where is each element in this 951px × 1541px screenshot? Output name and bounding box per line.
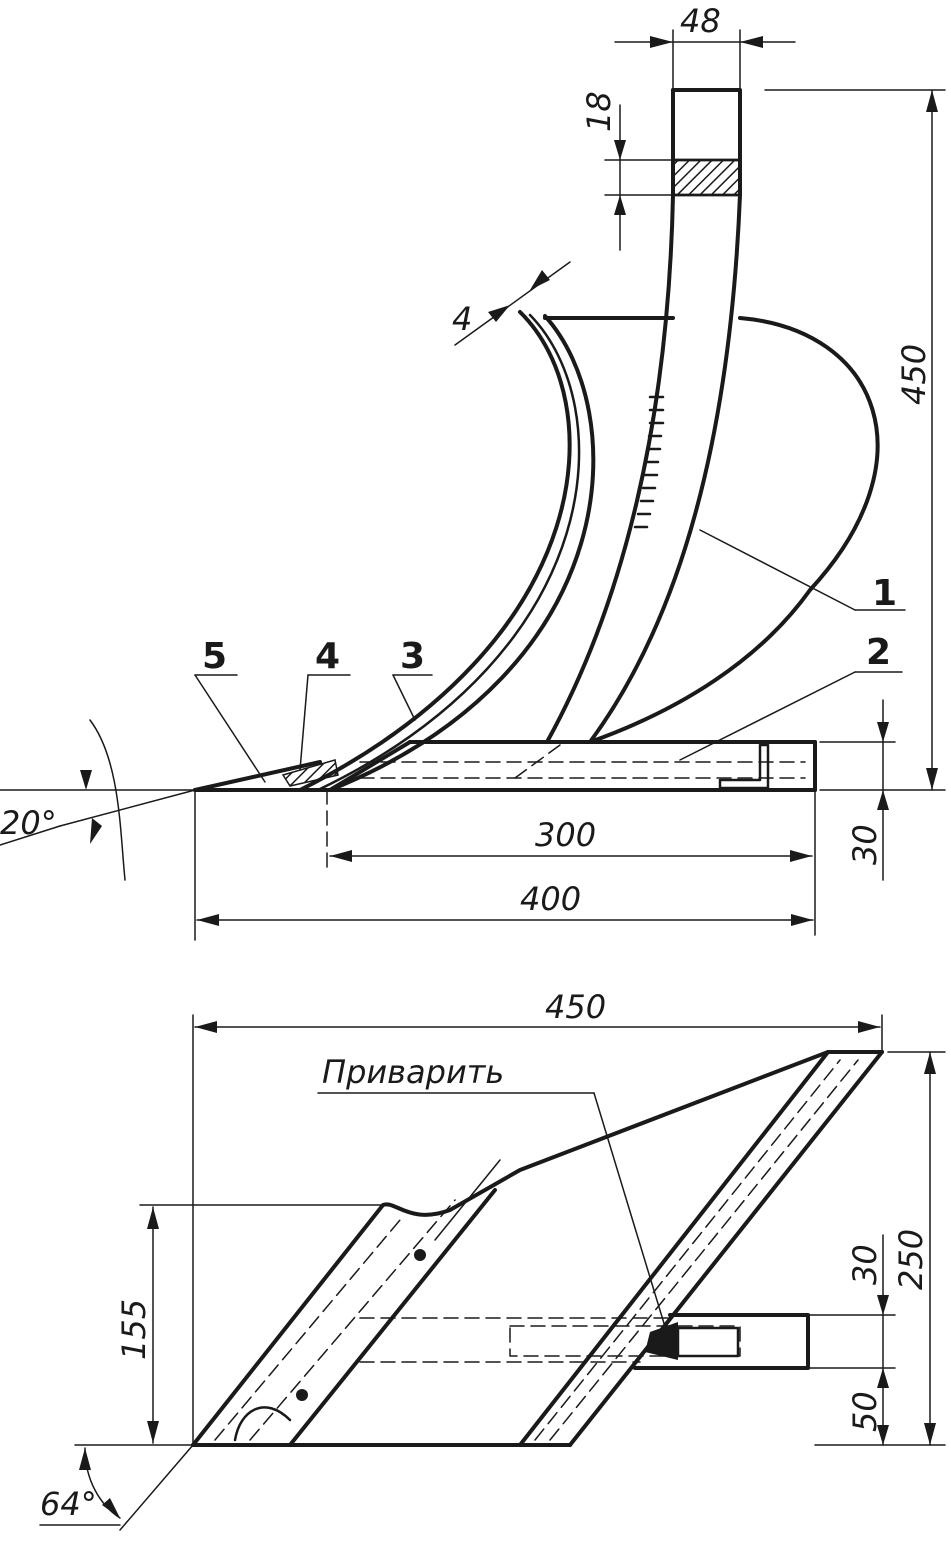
angle-20-dim: 20° (0, 719, 196, 881)
dim-30-vertical: 30 (819, 699, 896, 881)
runner-part (193, 740, 817, 792)
moldboard-part (298, 310, 880, 792)
share-edge (193, 759, 339, 792)
label-part-1: 1 (872, 573, 897, 614)
dim-18-label: 18 (580, 91, 618, 132)
label-part-3: 3 (400, 636, 425, 677)
dim-155: 155 (74, 1204, 386, 1446)
dim-400: 400 (194, 789, 814, 941)
weld-note-label: Приварить (322, 1053, 504, 1091)
dim-450-horizontal: 450 (192, 988, 883, 1446)
dim-450-v-label: 450 (895, 344, 933, 405)
angle-20-label: 20° (0, 804, 57, 842)
dim-250-vertical: 250 (814, 1051, 946, 1446)
angle-64-label: 64° (40, 1485, 97, 1523)
dim-50-plan-label: 50 (846, 1391, 884, 1432)
dim-450-h-label: 450 (545, 988, 606, 1026)
dim-18: 18 (580, 91, 674, 251)
dim-250-label: 250 (892, 1229, 930, 1290)
dim-48-label: 48 (680, 2, 721, 40)
dim-4-label: 4 (452, 300, 472, 338)
weld-bead (281, 759, 339, 787)
stand-part (545, 88, 742, 744)
side-view: 20° 48 18 4 (0, 2, 946, 941)
tick-marks (633, 395, 665, 529)
dim-30-v-label: 30 (846, 824, 884, 865)
plan-view: Приварить 450 250 30 (39, 988, 946, 1531)
part-labels: 1 2 3 4 5 (194, 529, 906, 783)
dim-30-plan-label: 30 (846, 1244, 884, 1285)
angle-64-dim: 64° (39, 1444, 194, 1531)
dim-4: 4 (452, 261, 571, 346)
label-part-5: 5 (202, 636, 227, 677)
weld-spot (645, 1322, 678, 1360)
dim-155-label: 155 (115, 1299, 153, 1360)
dim-300-label: 300 (535, 816, 596, 854)
weld-note: Приварить (317, 1053, 667, 1331)
dim-30-50-plan: 30 50 (807, 1234, 896, 1446)
dim-48: 48 (614, 2, 796, 91)
dim-450-vertical: 450 (764, 89, 946, 791)
bolt-hole (414, 1249, 426, 1261)
label-part-2: 2 (866, 632, 891, 673)
hatched-slot (671, 158, 742, 197)
bolt-hole (296, 1389, 308, 1401)
dim-400-label: 400 (520, 880, 581, 918)
runner-bar (359, 1313, 810, 1370)
dim-300: 300 (326, 789, 816, 936)
label-part-4: 4 (315, 636, 340, 677)
share-outline (191, 1050, 884, 1447)
